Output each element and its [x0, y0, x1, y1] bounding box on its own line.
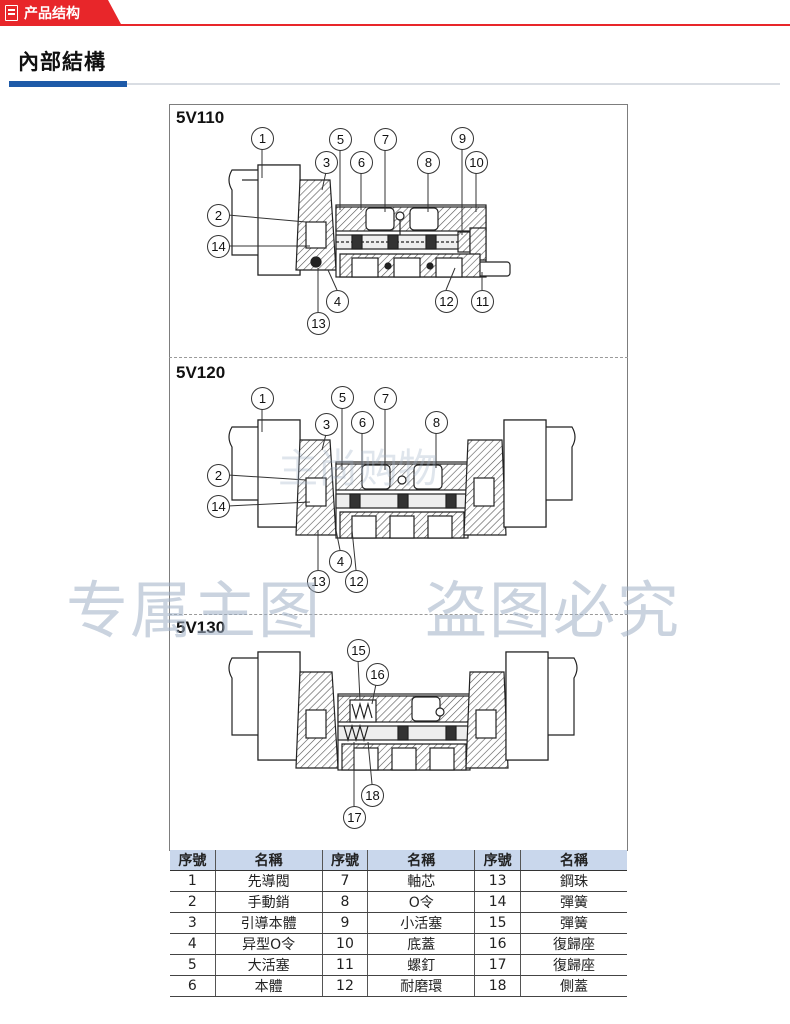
section-underline	[127, 83, 780, 85]
product-structure-tag: 产品结构	[0, 0, 122, 26]
table-cell: 15	[474, 912, 521, 934]
table-cell: 耐磨環	[367, 975, 475, 997]
valve-drawing-5v120	[228, 419, 576, 539]
table-cell: 1	[170, 870, 216, 892]
callout-13: 13	[307, 312, 330, 335]
table-cell: O令	[367, 891, 475, 913]
callout-8: 8	[425, 411, 448, 434]
callout-2: 2	[207, 204, 230, 227]
table-cell: 5	[170, 954, 216, 976]
table-cell: 2	[170, 891, 216, 913]
callout-5: 5	[331, 386, 354, 409]
column-header: 序號	[321, 850, 368, 871]
callout-3: 3	[315, 151, 338, 174]
callout-7: 7	[374, 128, 397, 151]
model-label-5v110: 5V110	[176, 108, 225, 127]
callout-11: 11	[471, 290, 494, 313]
callout-16: 16	[366, 663, 389, 686]
header-rule	[0, 24, 790, 26]
table-cell: 鋼珠	[519, 870, 627, 892]
valve-drawing-5v110	[228, 164, 511, 278]
callout-18: 18	[361, 784, 384, 807]
table-cell: 本體	[214, 975, 323, 997]
callout-1: 1	[251, 387, 274, 410]
table-cell: 螺釘	[367, 954, 475, 976]
table-cell: 13	[474, 870, 521, 892]
table-row: 4 异型O令 10 底蓋 16 復歸座	[170, 933, 627, 955]
callout-5: 5	[329, 128, 352, 151]
callout-14: 14	[207, 495, 230, 518]
table-cell: 7	[321, 870, 368, 892]
table-cell: 8	[321, 891, 368, 913]
callout-13: 13	[307, 570, 330, 593]
table-cell: 復歸座	[519, 954, 627, 976]
table-cell: 异型O令	[214, 933, 323, 955]
table-cell: 大活塞	[214, 954, 323, 976]
diagram-divider	[169, 614, 628, 615]
column-header: 序號	[474, 850, 521, 871]
column-header: 名稱	[519, 850, 627, 871]
table-cell: 14	[474, 891, 521, 913]
callout-15: 15	[347, 639, 370, 662]
table-cell: 側蓋	[519, 975, 627, 997]
table-cell: 先導閥	[214, 870, 323, 892]
callout-4: 4	[329, 550, 352, 573]
table-row: 5 大活塞 11 螺釘 17 復歸座	[170, 954, 627, 976]
callout-6: 6	[351, 411, 374, 434]
table-cell: 17	[474, 954, 521, 976]
section-title: 內部結構	[18, 50, 106, 74]
table-cell: 12	[321, 975, 368, 997]
table-row: 3 引導本體 9 小活塞 15 彈簧	[170, 912, 627, 934]
table-cell: 16	[474, 933, 521, 955]
table-header-row: 序號 名稱 序號 名稱 序號 名稱	[170, 850, 627, 871]
table-cell: 18	[474, 975, 521, 997]
callout-6: 6	[350, 151, 373, 174]
table-cell: 復歸座	[519, 933, 627, 955]
table-row: 6 本體 12 耐磨環 18 側蓋	[170, 975, 627, 997]
callout-3: 3	[315, 413, 338, 436]
callout-9: 9	[451, 127, 474, 150]
callout-14: 14	[207, 235, 230, 258]
callout-7: 7	[374, 387, 397, 410]
table-cell: 底蓋	[367, 933, 475, 955]
section-accent-bar	[9, 81, 127, 87]
callout-17: 17	[343, 806, 366, 829]
column-header: 名稱	[367, 850, 475, 871]
table-cell: 小活塞	[367, 912, 475, 934]
parts-table: 序號 名稱 序號 名稱 序號 名稱 1 先導閥 7 軸芯 13 鋼珠 2 手動銷…	[170, 850, 627, 997]
table-cell: 9	[321, 912, 368, 934]
column-header: 名稱	[214, 850, 323, 871]
table-cell: 彈簧	[519, 912, 627, 934]
tag-label: 产品结构	[24, 6, 80, 22]
table-cell: 彈簧	[519, 891, 627, 913]
callout-12: 12	[435, 290, 458, 313]
model-label-5v130: 5V130	[176, 618, 226, 637]
model-label-5v120: 5V120	[176, 363, 226, 382]
table-cell: 手動銷	[214, 891, 323, 913]
diagram-divider	[169, 357, 628, 358]
table-cell: 引導本體	[214, 912, 323, 934]
table-row: 2 手動銷 8 O令 14 彈簧	[170, 891, 627, 913]
callout-leader-lines	[227, 148, 483, 806]
callout-2: 2	[207, 464, 230, 487]
table-cell: 6	[170, 975, 216, 997]
table-cell: 11	[321, 954, 368, 976]
table-cell: 10	[321, 933, 368, 955]
table-cell: 4	[170, 933, 216, 955]
callout-10: 10	[465, 151, 488, 174]
column-header: 序號	[170, 850, 216, 871]
document-icon	[5, 5, 18, 21]
callout-4: 4	[326, 290, 349, 313]
table-row: 1 先導閥 7 軸芯 13 鋼珠	[170, 870, 627, 892]
table-cell: 3	[170, 912, 216, 934]
callout-8: 8	[417, 151, 440, 174]
table-cell: 軸芯	[367, 870, 475, 892]
callout-1: 1	[251, 127, 274, 150]
callout-12: 12	[345, 570, 368, 593]
valve-drawing-5v130	[228, 651, 578, 771]
